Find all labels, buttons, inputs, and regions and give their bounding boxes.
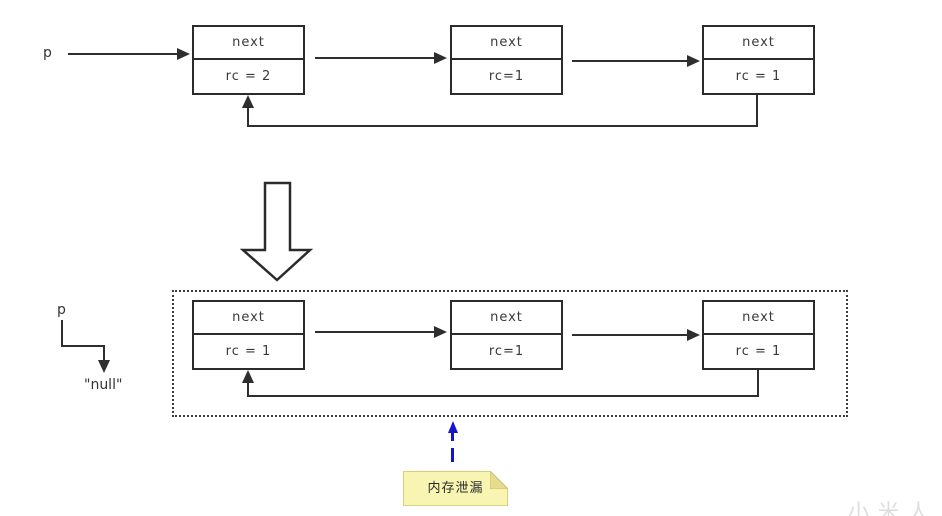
- node-rc-label: rc = 2: [225, 69, 272, 84]
- annotation-dash: [451, 432, 454, 441]
- back-pointer-line: [247, 395, 759, 397]
- node-top-1: next rc = 2: [192, 25, 305, 95]
- next-arrow-line: [315, 57, 435, 59]
- node-rc-label: rc = 1: [735, 69, 782, 84]
- back-pointer-line: [247, 382, 249, 397]
- node-field-label: next: [704, 27, 813, 60]
- leaked-memory-boundary: [172, 290, 848, 417]
- node-field-label: next: [452, 302, 561, 335]
- arrowhead-right-icon: [177, 48, 190, 60]
- pointer-label-top: p: [43, 45, 52, 61]
- node-field-label: next: [194, 302, 303, 335]
- arrowhead-up-icon: [242, 370, 254, 383]
- node-top-2: next rc=1: [450, 25, 563, 95]
- watermark: ⼩⽶⼈: [848, 500, 938, 516]
- annotation-arrowhead-up-icon: [448, 421, 458, 433]
- back-pointer-line: [756, 95, 758, 127]
- node-field-label: next: [194, 27, 303, 60]
- arrowhead-right-icon: [687, 55, 700, 67]
- null-value-label: "null": [84, 377, 123, 393]
- back-pointer-line: [247, 107, 249, 127]
- null-pointer-line: [61, 320, 63, 347]
- node-rc-label: rc = 1: [225, 344, 272, 359]
- node-bottom-3: next rc = 1: [702, 300, 815, 370]
- null-pointer-line: [103, 345, 105, 362]
- arrowhead-down-icon: [98, 360, 110, 373]
- big-down-arrow-icon: [239, 181, 314, 282]
- arrowhead-right-icon: [687, 329, 700, 341]
- arrowhead-right-icon: [434, 326, 447, 338]
- pointer-arrow-line-top: [68, 53, 178, 55]
- node-rc-label: rc=1: [488, 69, 525, 84]
- node-top-3: next rc = 1: [702, 25, 815, 95]
- back-pointer-line: [247, 125, 758, 127]
- pointer-label-bottom: p: [57, 302, 66, 318]
- arrowhead-right-icon: [434, 52, 447, 64]
- next-arrow-line: [572, 60, 689, 62]
- next-arrow-line: [572, 334, 689, 336]
- node-field-label: next: [452, 27, 561, 60]
- node-rc-label: rc = 1: [735, 344, 782, 359]
- note-folded-corner-icon: [490, 471, 508, 489]
- back-pointer-line: [757, 370, 759, 397]
- node-bottom-2: next rc=1: [450, 300, 563, 370]
- node-bottom-1: next rc = 1: [192, 300, 305, 370]
- memory-leak-note-label: 内存泄漏: [427, 481, 484, 496]
- next-arrow-line: [315, 331, 435, 333]
- node-rc-label: rc=1: [488, 344, 525, 359]
- arrowhead-up-icon: [242, 95, 254, 108]
- null-pointer-line: [61, 345, 105, 347]
- memory-leak-note: 内存泄漏: [403, 471, 508, 506]
- annotation-dash: [451, 448, 454, 462]
- node-field-label: next: [704, 302, 813, 335]
